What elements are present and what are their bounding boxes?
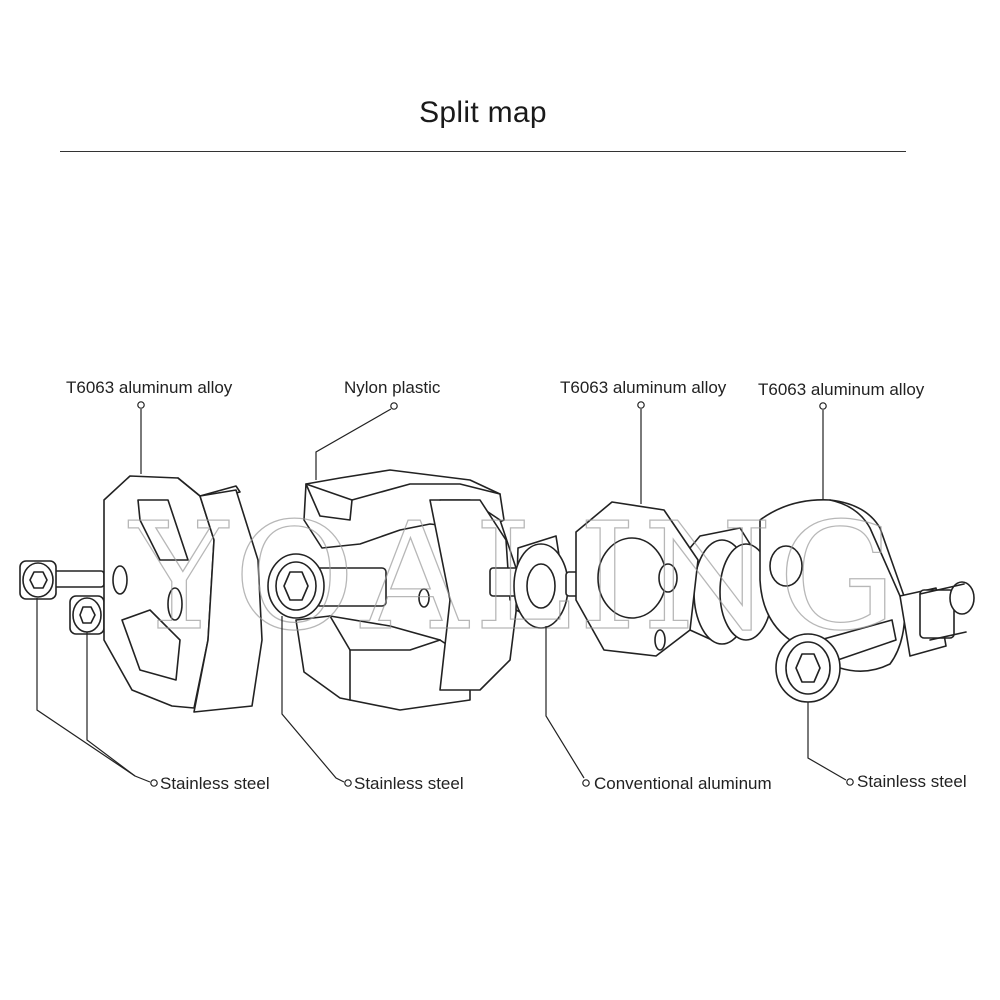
leader-lines <box>36 401 854 787</box>
right-bracket-plate <box>759 499 975 703</box>
label-steel-right: Stainless steel <box>857 772 967 791</box>
label-nylon: Nylon plastic <box>344 378 441 397</box>
page-title: Split map <box>419 96 547 129</box>
middle-hex-body <box>575 501 773 657</box>
label-alloy-left: T6063 aluminum alloy <box>66 378 233 397</box>
label-steel-center: Stainless steel <box>354 774 464 793</box>
label-alloy-right: T6063 aluminum alloy <box>758 380 925 399</box>
label-steel-left: Stainless steel <box>160 774 270 793</box>
spacer-and-pin <box>489 535 603 629</box>
label-alloy-mid: T6063 aluminum alloy <box>560 378 727 397</box>
brand-watermark: YOALING <box>128 491 902 663</box>
title-divider <box>60 151 906 152</box>
left-clamp-jaw <box>103 475 263 713</box>
label-aluminum: Conventional aluminum <box>594 774 772 793</box>
